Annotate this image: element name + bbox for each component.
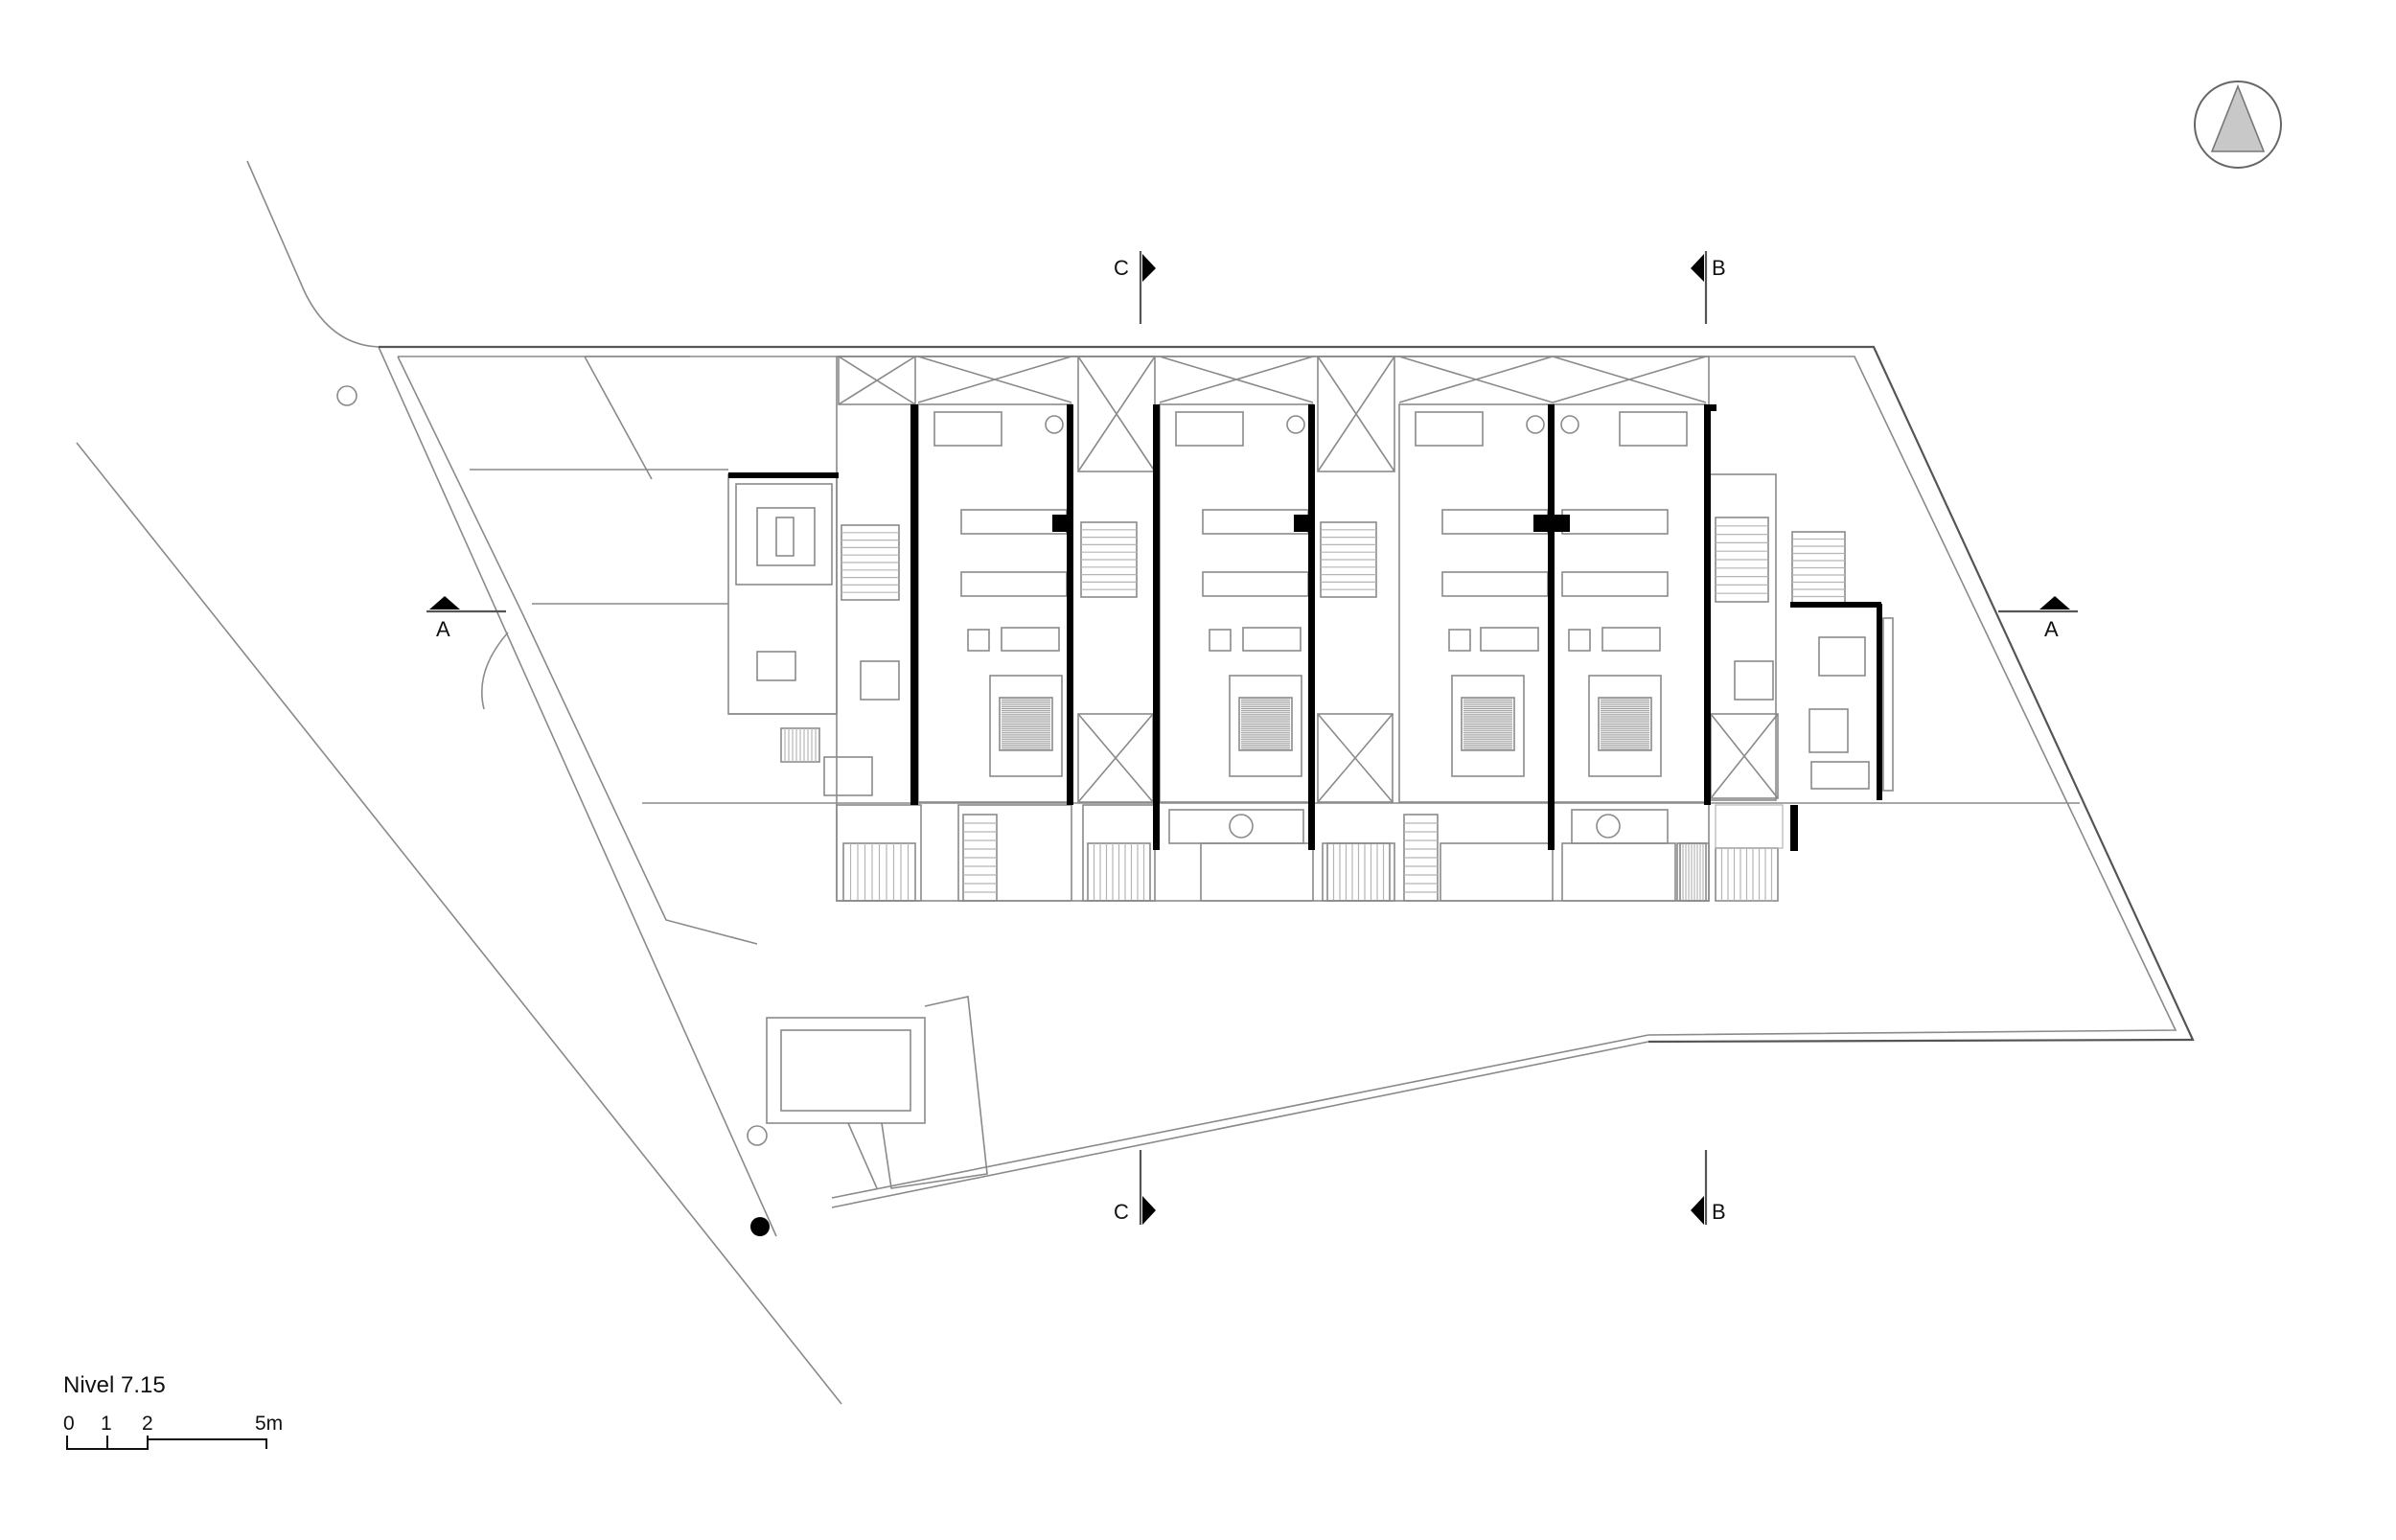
site-boundary bbox=[379, 345, 2195, 1208]
section-marker-c-bottom: C bbox=[1114, 1150, 1156, 1225]
unit-1 bbox=[917, 403, 1072, 803]
right-terrace bbox=[1734, 617, 1894, 792]
walls bbox=[728, 404, 1882, 851]
section-marker-b-top: B bbox=[1691, 251, 1726, 324]
pool-area bbox=[766, 996, 988, 1189]
scale-label-5m: 5m bbox=[255, 1413, 283, 1435]
voids bbox=[838, 356, 1779, 803]
survey-point bbox=[750, 1217, 770, 1236]
street-lines bbox=[76, 160, 842, 1405]
section-label-b-bottom: B bbox=[1712, 1200, 1726, 1224]
section-marker-a-right: A bbox=[1998, 596, 2078, 641]
section-marker-b-bottom: B bbox=[1691, 1150, 1726, 1225]
section-label-c-bottom: C bbox=[1114, 1200, 1129, 1224]
scale-label-0: 0 bbox=[63, 1413, 75, 1435]
north-arrow-icon bbox=[2194, 80, 2282, 169]
unit-2 bbox=[1159, 403, 1314, 803]
section-label-a-right: A bbox=[2044, 617, 2059, 641]
section-marker-a-left: A bbox=[426, 596, 506, 641]
section-marker-c-top: C bbox=[1114, 251, 1156, 324]
scale-bar: 0 1 2 5m bbox=[63, 1413, 283, 1450]
unit-4 bbox=[1552, 403, 1707, 803]
level-title: Nivel 7.15 bbox=[63, 1372, 166, 1398]
bed-hatching bbox=[1002, 699, 1649, 749]
stairs bbox=[780, 517, 1846, 902]
scale-label-2: 2 bbox=[142, 1413, 153, 1435]
section-label-a-left: A bbox=[436, 617, 450, 641]
section-label-b-top: B bbox=[1712, 256, 1726, 280]
left-terrace bbox=[735, 483, 900, 796]
section-label-c-top: C bbox=[1114, 256, 1129, 280]
scale-label-1: 1 bbox=[101, 1413, 112, 1435]
unit-3 bbox=[1398, 403, 1554, 803]
building-envelope bbox=[727, 356, 1777, 902]
bottom-blocks bbox=[836, 804, 1784, 902]
